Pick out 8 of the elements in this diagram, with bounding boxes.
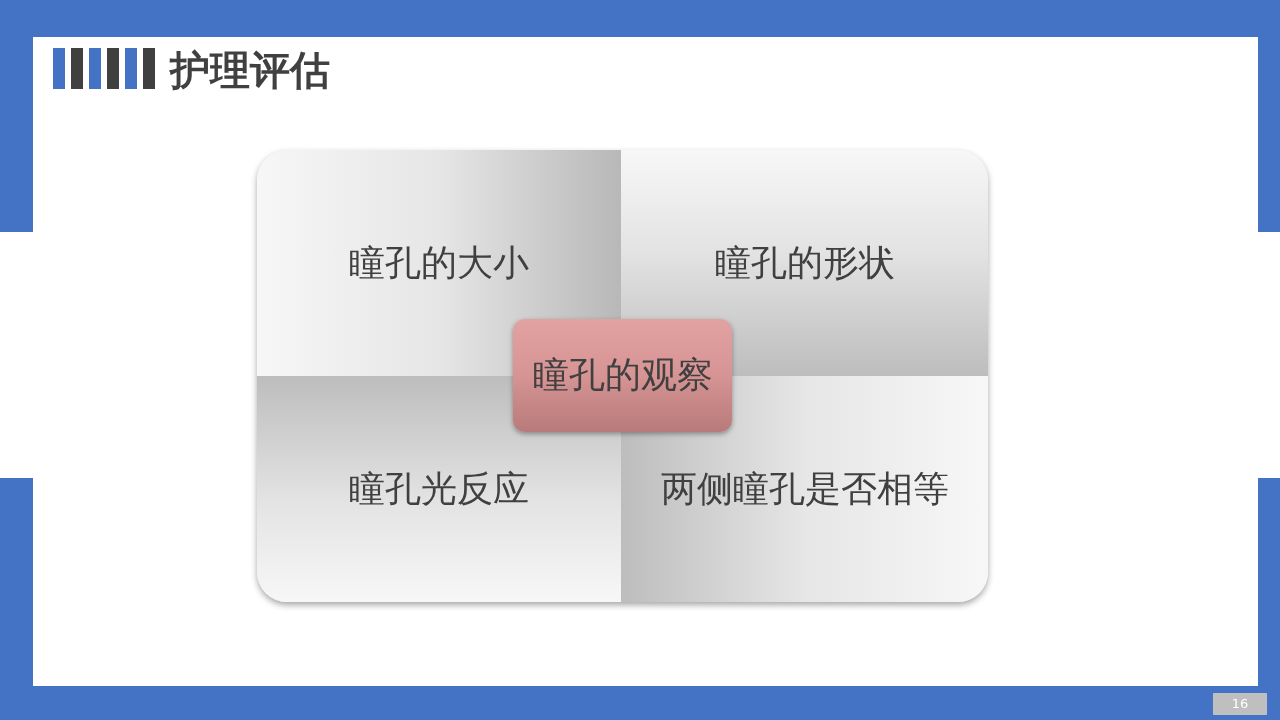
box-label: 瞳孔光反应 (349, 466, 529, 511)
center-box (513, 319, 732, 432)
page-number: 16 (1213, 693, 1267, 715)
slide-title: 护理评估 (170, 46, 330, 95)
box-label: 瞳孔的观察 (532, 353, 713, 397)
box-label: 两侧瞳孔是否相等 (660, 466, 949, 511)
box-label: 瞳孔的大小 (349, 240, 529, 285)
box-label: 瞳孔的形状 (714, 240, 895, 285)
